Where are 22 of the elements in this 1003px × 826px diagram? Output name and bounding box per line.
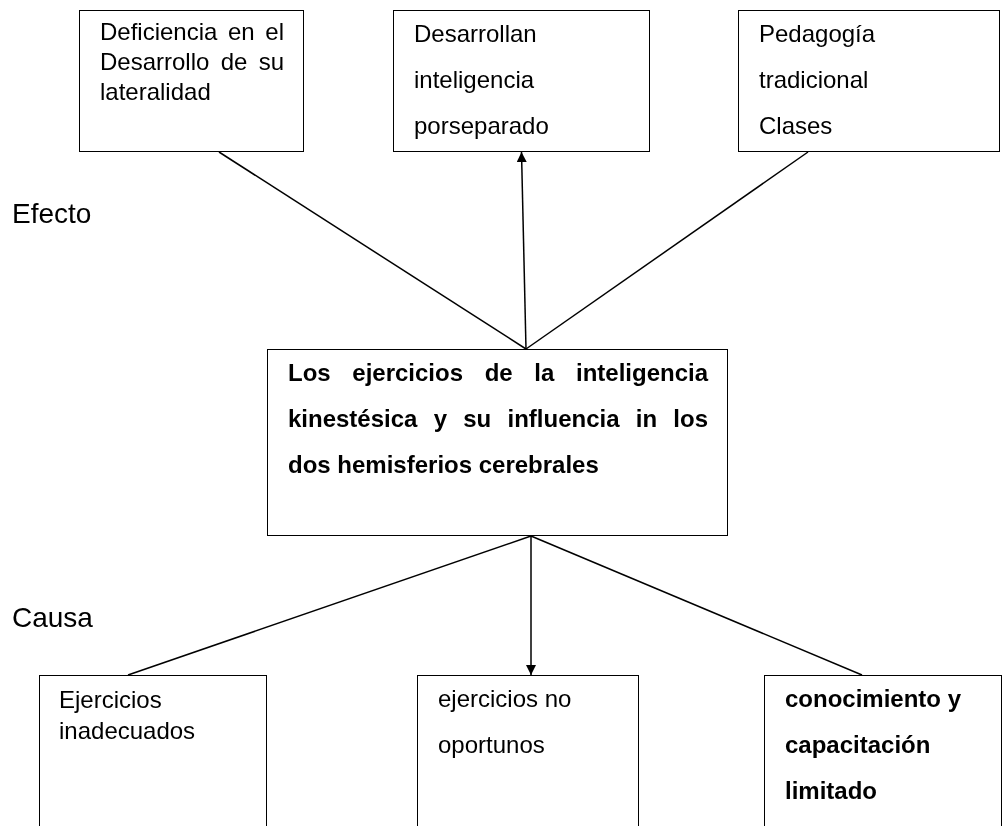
text-box	[738, 10, 1000, 152]
text-box	[393, 10, 650, 152]
box-text: ejercicios no oportunos	[438, 684, 573, 760]
connector-line	[530, 535, 863, 676]
box-text: Deficiencia en el Desarrollo de su lateralidad	[100, 17, 284, 107]
text-box	[417, 675, 639, 826]
arrow	[516, 151, 527, 350]
box-text: Desarrollan inteligencia porseparado	[414, 19, 550, 141]
text-box	[79, 10, 304, 152]
connector-line	[218, 151, 527, 350]
arrow	[526, 535, 536, 676]
box-text: Los ejercicios de la inteligencia kinestésica y su influencia in los dos hemisferios cerebrales	[288, 358, 708, 480]
box-text: Pedagogía tradicional Clases	[759, 19, 877, 141]
box-text: Ejercicios inadecuados	[59, 685, 197, 746]
text-box	[764, 675, 1002, 826]
connector-line	[127, 535, 532, 676]
section-label: Causa	[12, 602, 93, 634]
connector-line	[525, 151, 809, 350]
box-text: conocimiento y capacitación limitado	[785, 684, 963, 806]
text-box	[267, 349, 728, 536]
text-box	[39, 675, 267, 826]
section-label: Efecto	[12, 198, 92, 230]
